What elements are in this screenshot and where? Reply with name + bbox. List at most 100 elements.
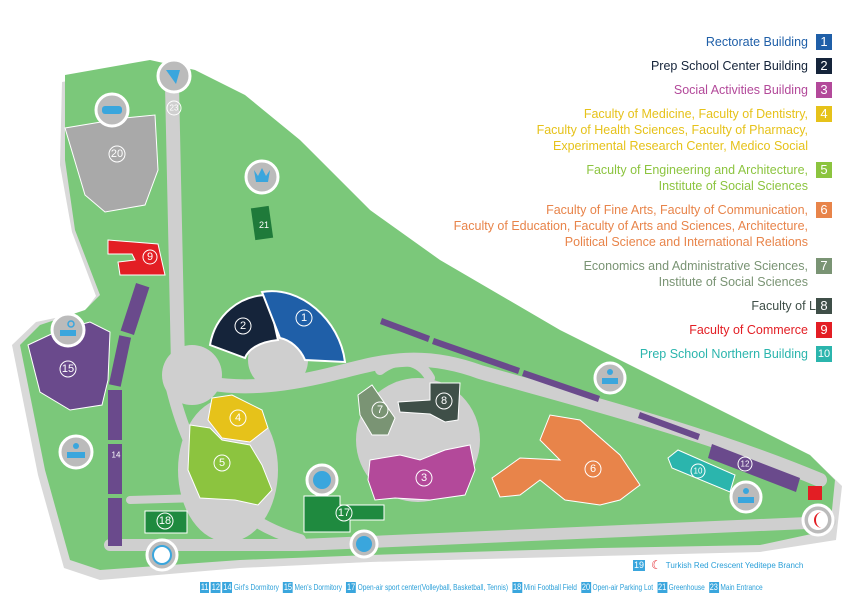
legend-label: Men's Dormitory [294, 583, 343, 592]
label-6: 6 [590, 463, 596, 475]
legend-number-badge: 7 [816, 258, 832, 274]
legend-item-9: Faculty of Commerce 9 [412, 322, 832, 338]
legend-number-badge: 12 [210, 582, 221, 593]
label-12: 12 [741, 460, 750, 469]
legend-item-4: Faculty of Medicine, Faculty of Dentistr… [412, 106, 832, 154]
legend-item-1: Rectorate Building 1 [412, 34, 832, 50]
building-3-social-activities[interactable] [367, 444, 476, 501]
label-3: 3 [421, 472, 427, 484]
label-17: 17 [338, 507, 350, 519]
legend-item-3: Social Activities Building 3 [412, 82, 832, 98]
legend-label: Turkish Red Crescent Yeditepe Branch [665, 560, 804, 570]
legend-number-badge: 10 [816, 346, 832, 362]
legend-number-badge: 1 [816, 34, 832, 50]
label-10: 10 [694, 467, 703, 476]
legend-label: Mini Football Field [523, 583, 577, 592]
legend-number-badge: 11 [200, 582, 210, 593]
red-crescent-legend: 19 ☾ Turkish Red Crescent Yeditepe Branc… [633, 558, 803, 572]
building-17-sport-center[interactable] [303, 495, 385, 533]
legend-label: Rectorate Building [705, 35, 808, 49]
building-10-prep-northern[interactable] [667, 449, 736, 493]
legend-number-badge: 18 [512, 582, 523, 593]
legend-label: Economics and Administrative Sciences, I… [583, 259, 808, 289]
label-14: 14 [112, 451, 121, 460]
legend-item-2: Prep School Center Building 2 [412, 58, 832, 74]
football-pin[interactable] [145, 538, 179, 572]
legend-label: Open-air Parking Lot [592, 583, 654, 592]
roundabout-west [162, 345, 222, 405]
building-4-medicine[interactable] [207, 394, 269, 443]
legend-number-badge: 4 [816, 106, 832, 122]
dormitory-strips-east [380, 318, 800, 492]
legend-number-badge: 15 [283, 582, 293, 593]
tennis-pin[interactable] [349, 529, 379, 559]
label-15: 15 [62, 363, 74, 375]
legend-number-badge: 17 [346, 582, 357, 593]
building-1-rectorate[interactable] [260, 290, 347, 364]
legend-label: Faculty of Fine Arts, Faculty of Communi… [453, 203, 808, 249]
label-4: 4 [235, 412, 241, 424]
building-legend: Rectorate Building 1 Prep School Center B… [412, 34, 832, 370]
legend-label: Faculty of Engineering and Architecture,… [586, 163, 808, 193]
legend-number-badge: 21 [657, 582, 668, 593]
building-9-commerce[interactable] [107, 239, 166, 276]
label-21: 21 [259, 220, 269, 230]
greenhouse-tulip-pin[interactable] [244, 159, 280, 195]
building-20-parking[interactable] [64, 114, 159, 213]
building-18-football-field[interactable] [144, 510, 188, 534]
legend-number-badge: 3 [816, 82, 832, 98]
legend-item-5: Faculty of Engineering and Architecture,… [412, 162, 832, 194]
legend-item-6: Faculty of Fine Arts, Faculty of Communi… [412, 202, 832, 250]
label-7: 7 [377, 404, 383, 416]
girls-dorm-pin-north[interactable] [593, 361, 627, 395]
label-2: 2 [240, 320, 246, 332]
legend-number-badge: 19 [633, 559, 646, 571]
label-18: 18 [159, 515, 171, 527]
legend-number-badge: 8 [816, 298, 832, 314]
building-19-red-crescent[interactable] [808, 486, 822, 500]
parking-car-pin[interactable] [94, 92, 130, 128]
legend-number-badge: 20 [581, 582, 591, 593]
map-pins: 23 [50, 58, 835, 572]
legend-number-badge: 2 [816, 58, 832, 74]
legend-number-badge: 23 [708, 582, 719, 593]
legend-item-10: Prep School Northern Building 10 [412, 346, 832, 362]
label-8: 8 [441, 395, 447, 407]
legend-label: Faculty of Commerce [689, 323, 808, 337]
legend-number-badge: 9 [816, 322, 832, 338]
legend-label: Social Activities Building [673, 83, 808, 97]
basketball-pin[interactable] [305, 463, 339, 497]
legend-label: Faculty of L [751, 299, 816, 313]
girls-dorm-pin-west[interactable] [58, 434, 94, 470]
legend-label: Girl's Dormitory [233, 583, 279, 592]
legend-label: Greenhouse [668, 583, 705, 592]
legend-number-badge: 14 [222, 582, 233, 593]
label-1: 1 [301, 312, 307, 324]
girls-dorm-pin-east[interactable] [729, 480, 763, 514]
red-crescent-icon: ☾ [651, 558, 662, 572]
legend-number-badge: 6 [816, 202, 832, 218]
mens-dorm-pin[interactable] [50, 312, 86, 348]
legend-item-7: Economics and Administrative Sciences, I… [412, 258, 832, 290]
label-20: 20 [111, 148, 123, 160]
building-6-fine-arts[interactable] [491, 414, 641, 506]
building-21-greenhouse[interactable] [250, 205, 274, 241]
building-7-economics[interactable] [357, 384, 396, 436]
main-entrance-pin[interactable] [156, 58, 192, 94]
legend-label: Prep School Northern Building [639, 347, 808, 361]
red-crescent-pin[interactable] [801, 503, 835, 537]
legend-label: Open-air sport center(Volleyball, Basket… [357, 583, 509, 592]
legend-label: Main Entrance [720, 583, 763, 592]
legend-label: Prep School Center Building [650, 59, 808, 73]
